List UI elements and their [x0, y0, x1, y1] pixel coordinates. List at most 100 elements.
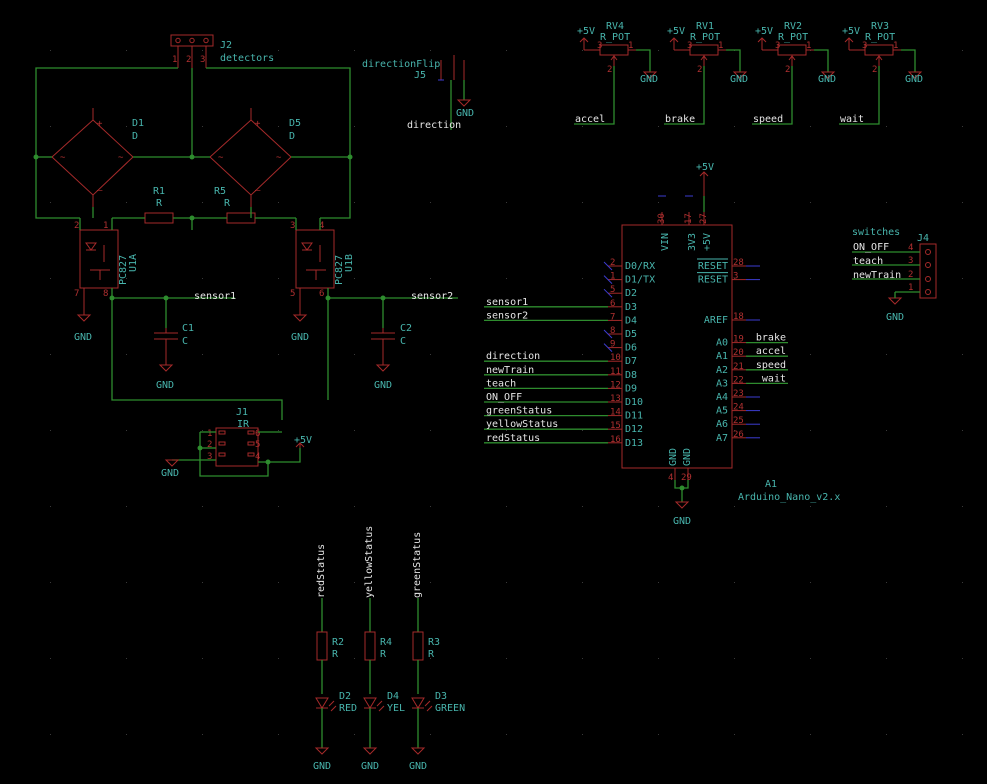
- ref-label: R4: [380, 637, 392, 648]
- net-label: sensor2: [486, 310, 528, 321]
- svg-text:–: –: [255, 186, 261, 196]
- net-label: teach: [853, 256, 883, 267]
- net-label: brake: [756, 333, 786, 344]
- value-label: IR: [237, 419, 250, 430]
- capacitor-c2[interactable]: C2 C GND: [371, 298, 412, 391]
- capacitor-c1[interactable]: C1 C GND: [154, 298, 194, 391]
- svg-text:A2: A2: [716, 365, 728, 376]
- svg-text:2: 2: [610, 258, 615, 268]
- net-label: redStatus: [486, 433, 540, 444]
- net-label: newTrain: [486, 365, 534, 376]
- svg-text:25: 25: [733, 416, 744, 426]
- svg-text:1: 1: [806, 41, 811, 51]
- svg-text:4: 4: [319, 221, 324, 231]
- net-label: redStatus: [316, 544, 327, 598]
- svg-text:1: 1: [610, 272, 615, 282]
- svg-text:17: 17: [684, 213, 694, 224]
- svg-text:D9: D9: [625, 383, 637, 394]
- ref-label: R3: [428, 637, 440, 648]
- connector-j5[interactable]: directionFlip J5 GND direction: [362, 55, 474, 131]
- ref-label: RV2: [784, 21, 802, 32]
- svg-text:21: 21: [733, 362, 744, 372]
- ref-label: D4: [387, 691, 399, 702]
- value-label: C: [182, 336, 188, 347]
- value-label: R_POT: [778, 32, 808, 43]
- svg-text:2: 2: [697, 65, 702, 75]
- svg-text:GND: GND: [374, 380, 392, 391]
- ref-label: A1: [765, 479, 777, 490]
- value-label: C: [400, 336, 406, 347]
- value-label: YEL: [387, 703, 405, 714]
- svg-text:~: ~: [218, 153, 224, 163]
- net-label: greenStatus: [486, 406, 552, 417]
- svg-text:2: 2: [74, 221, 79, 231]
- svg-text:+: +: [255, 119, 261, 129]
- svg-text:D6: D6: [625, 343, 637, 354]
- bridge-d5[interactable]: +– ~~ D5 D: [195, 108, 308, 207]
- svg-text:16: 16: [610, 435, 621, 445]
- svg-text:+: +: [97, 119, 103, 129]
- value-label: RED: [339, 703, 357, 714]
- arduino-pin-+5v[interactable]: 27+5V: [699, 212, 713, 251]
- arduino-nano[interactable]: A1 Arduino_Nano_v2.x +5V 30VIN173V327+5V…: [484, 162, 840, 527]
- svg-text:15: 15: [610, 421, 621, 431]
- value-label: directionFlip: [362, 59, 440, 70]
- svg-text:2: 2: [207, 440, 212, 450]
- resistor-r1[interactable]: R1 R: [144, 186, 174, 224]
- svg-text:4: 4: [255, 452, 260, 462]
- svg-text:3: 3: [207, 452, 212, 462]
- ref-label: R5: [214, 186, 226, 197]
- svg-text:24: 24: [733, 403, 744, 413]
- net-label: accel: [756, 346, 786, 357]
- connector-j1[interactable]: 123 654 J1 IR: [207, 407, 260, 467]
- svg-text:13: 13: [610, 394, 621, 404]
- ref-label: R2: [332, 637, 344, 648]
- bridge-d1[interactable]: +– ~~ D1 D: [36, 108, 150, 207]
- ref-label: J1: [236, 407, 248, 418]
- net-label: sensor1: [486, 297, 528, 308]
- svg-text:D8: D8: [625, 370, 637, 381]
- net-label: ON_OFF: [853, 242, 889, 253]
- net-label-direction: direction: [407, 120, 461, 131]
- svg-text:–: –: [97, 186, 103, 196]
- connector-j4[interactable]: switches J4 43 21 ON_OFF teach newTrain …: [852, 227, 937, 323]
